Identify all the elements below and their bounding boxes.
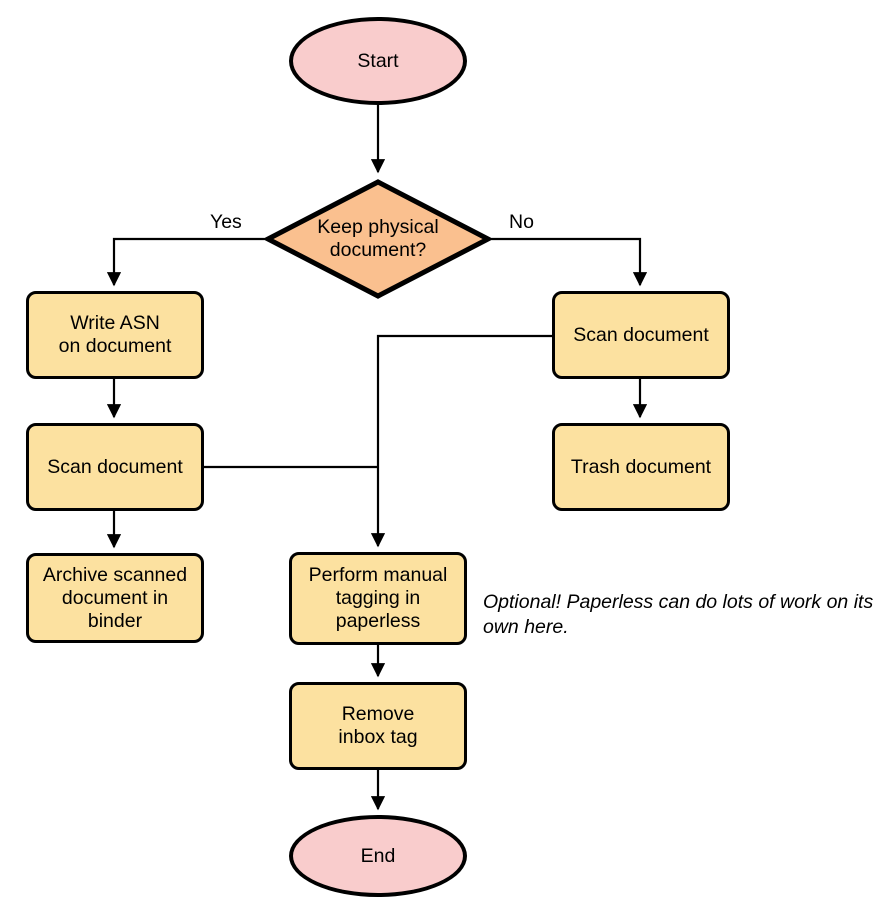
node-remove-inbox-tag[interactable]: Remove inbox tag [289,682,467,770]
node-archive-label: Archive scanned document in binder [42,563,188,632]
node-scan-document-left[interactable]: Scan document [26,423,204,511]
node-write-asn-on-document[interactable]: Write ASN on document [26,291,204,379]
node-write-asn-label: Write ASN on document [58,312,172,357]
node-start[interactable]: Start [289,17,467,105]
node-scan-document-right[interactable]: Scan document [552,291,730,379]
node-trash-document-label: Trash document [570,455,712,478]
node-scan-document-left-label: Scan document [47,455,183,478]
node-decision-keep-physical-document[interactable]: Keep physical document? [265,179,491,299]
diamond-shape [265,179,491,299]
node-start-label: Start [357,49,399,72]
node-tagging-label: Perform manual tagging in paperless [308,564,448,632]
note-optional-paperless: Optional! Paperless can do lots of work … [483,591,874,638]
node-remove-inbox-label: Remove inbox tag [338,703,418,748]
edge-label-yes: Yes [210,211,242,233]
node-perform-manual-tagging[interactable]: Perform manual tagging in paperless [289,552,467,645]
node-end[interactable]: End [289,815,467,897]
edge-decision-no-to-scan-right [491,237,648,287]
edge-label-no: No [509,211,534,233]
edge-decision-yes-to-write-asn [106,237,265,287]
node-trash-document[interactable]: Trash document [552,423,730,511]
edge-scan-right-to-tagging [370,334,552,548]
node-end-label: End [360,844,396,867]
node-scan-document-right-label: Scan document [573,323,709,346]
node-archive-scanned-document[interactable]: Archive scanned document in binder [26,553,204,643]
node-decision-label: Keep physical document? [317,216,439,261]
